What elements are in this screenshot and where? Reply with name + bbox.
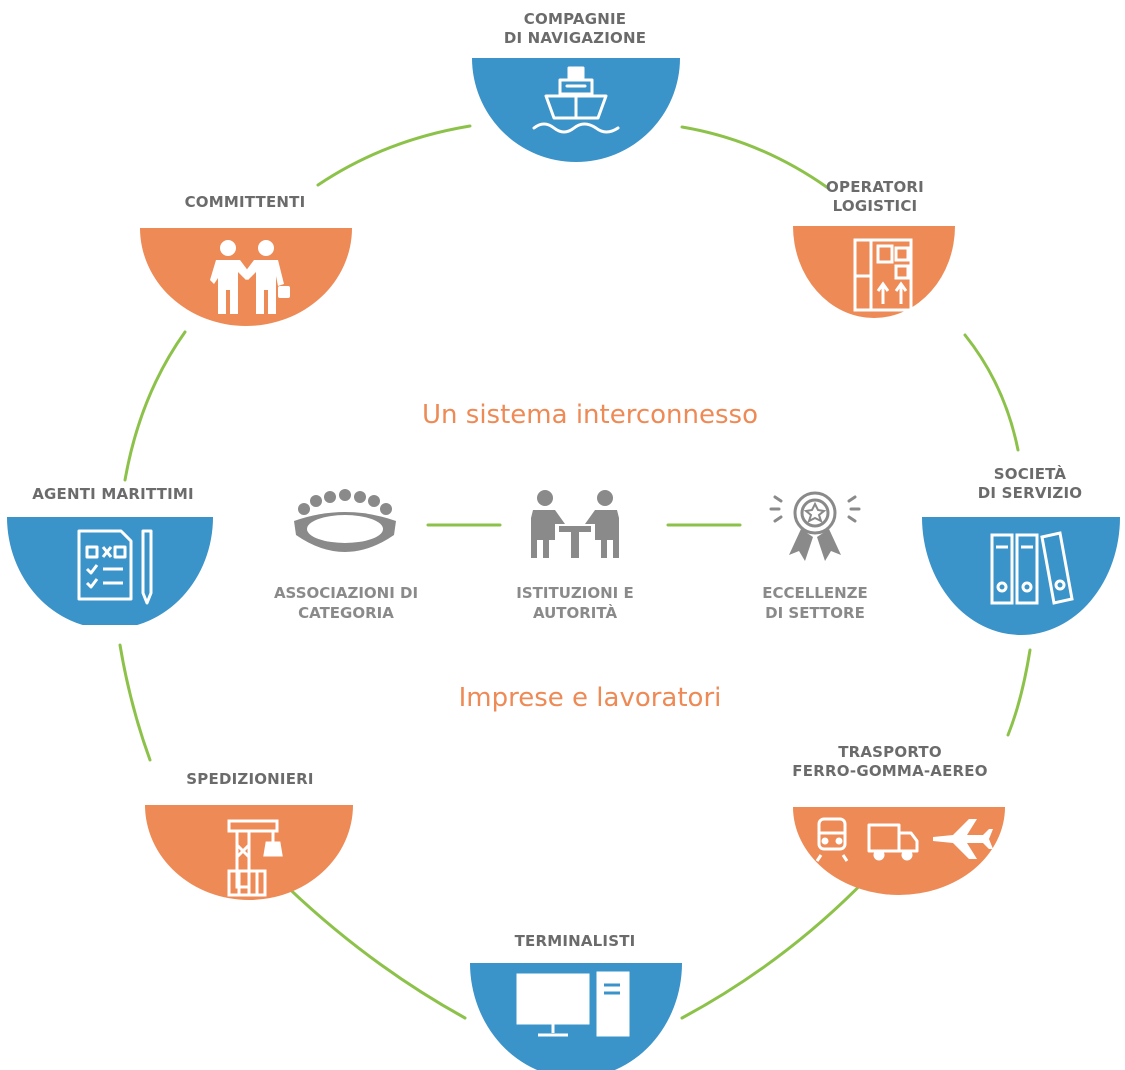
connector-arc	[680, 868, 877, 1020]
label-committenti: COMMITTENTI	[145, 193, 345, 212]
node-shape	[922, 517, 1120, 635]
label-spedizionieri: SPEDIZIONIERI	[150, 770, 350, 789]
label-line: ASSOCIAZIONI DI	[273, 584, 419, 602]
label-terminalisti: TERMINALISTI	[475, 932, 675, 951]
label-line: DI SERVIZIO	[977, 484, 1083, 502]
label-line: AGENTI MARITTIMI	[32, 485, 194, 503]
label-line: SPEDIZIONIERI	[186, 770, 314, 788]
connector-arc	[963, 333, 1020, 452]
plane-icon	[933, 819, 993, 859]
binders-icon	[990, 531, 1074, 605]
node-operatori	[793, 226, 955, 318]
train-truck-plane-icon	[815, 817, 993, 862]
center-title-bottom: Imprese e lavoratori	[458, 683, 722, 713]
node-terminalisti	[470, 963, 682, 1070]
center-title-top: Un sistema interconnesso	[422, 400, 758, 430]
award-icon	[769, 491, 861, 561]
label-societa: SOCIETÀ DI SERVIZIO	[950, 465, 1110, 503]
computer-icon	[516, 971, 630, 1037]
node-shape	[7, 517, 213, 625]
label-line: OPERATORI	[826, 178, 924, 196]
label-line: FERRO-GOMMA-AEREO	[792, 762, 988, 780]
node-societa	[922, 517, 1120, 635]
node-compagnie	[472, 58, 680, 162]
label-line: TRASPORTO	[838, 743, 942, 761]
connector-arc	[1006, 648, 1032, 737]
crane-icon	[227, 819, 283, 897]
label-line: COMPAGNIE	[523, 10, 627, 28]
label-agenti: AGENTI MARITTIMI	[8, 485, 218, 504]
label-line: ECCELLENZE	[762, 584, 868, 602]
node-committenti	[140, 228, 352, 326]
node-trasporto	[793, 807, 1005, 895]
label-line: COMMITTENTI	[184, 193, 306, 211]
label-line: AUTORITÀ	[532, 604, 618, 622]
ship-icon	[532, 66, 620, 134]
truck-icon	[867, 823, 919, 861]
label-line: ISTITUZIONI E	[516, 584, 634, 602]
label-line: CATEGORIA	[298, 604, 394, 622]
label-line: SOCIETÀ	[993, 465, 1067, 483]
label-eccellenze: ECCELLENZE DI SETTORE	[735, 583, 895, 623]
handshake-icon	[210, 240, 290, 314]
connector-arc	[123, 330, 187, 482]
connector-arc	[118, 643, 152, 762]
label-trasporto: TRASPORTO FERRO-GOMMA-AEREO	[770, 743, 1010, 781]
warehouse-icon	[853, 238, 913, 312]
node-spedizionieri	[145, 805, 353, 900]
negotiation-icon	[531, 490, 619, 558]
label-istituzioni: ISTITUZIONI E AUTORITÀ	[490, 583, 660, 623]
label-compagnie: COMPAGNIE DI NAVIGAZIONE	[475, 10, 675, 48]
checklist-icon	[77, 529, 153, 605]
connector-arc	[680, 125, 830, 190]
meeting-table-icon	[294, 489, 396, 552]
node-shape	[793, 226, 955, 318]
train-icon	[815, 817, 849, 862]
label-operatori: OPERATORI LOGISTICI	[795, 178, 955, 216]
label-line: TERMINALISTI	[514, 932, 636, 950]
connector-arc	[316, 124, 472, 187]
label-line: LOGISTICI	[832, 197, 918, 215]
label-line: DI NAVIGAZIONE	[503, 29, 647, 47]
node-agenti	[7, 517, 213, 625]
label-associazioni: ASSOCIAZIONI DI CATEGORIA	[248, 583, 444, 623]
label-line: DI SETTORE	[765, 604, 865, 622]
connector-arc	[268, 868, 467, 1020]
